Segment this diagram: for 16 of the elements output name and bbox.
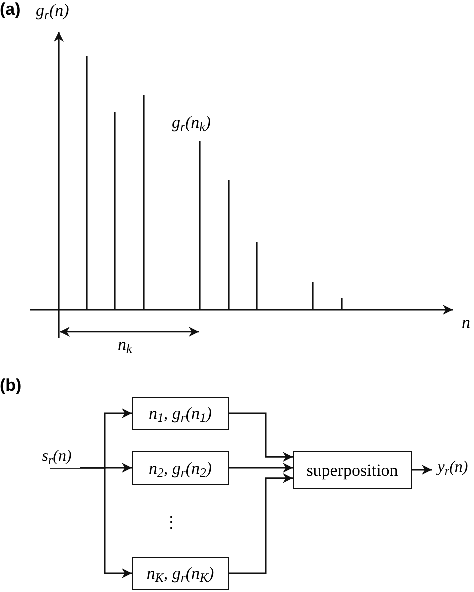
- superposition-box: superposition: [293, 451, 412, 489]
- panel-label: (a): [0, 1, 21, 18]
- arrow: [229, 412, 293, 462]
- arrow: [50, 467, 132, 578]
- dimension-label: n$_{k}$: [118, 336, 132, 353]
- arrow: [229, 473, 293, 574]
- arrow: [412, 465, 432, 475]
- filter-tap-box: n$_{1}$, g$_{r}$(n$_{1}$): [132, 397, 229, 430]
- ellipsis: ⋮: [163, 514, 180, 531]
- filter-tap-box: n$_{K}$, g$_{r}$(n$_{K}$): [132, 557, 229, 590]
- stem-label: g$_{r}$(n$_{k}$): [172, 114, 211, 131]
- filter-tap-box: n$_{2}$, g$_{r}$(n$_{2}$): [132, 451, 229, 485]
- panel-label: (b): [0, 377, 22, 394]
- arrow: [229, 463, 293, 473]
- axis-label: g$_{r}$(n): [36, 2, 70, 19]
- axis-label: n: [462, 314, 470, 331]
